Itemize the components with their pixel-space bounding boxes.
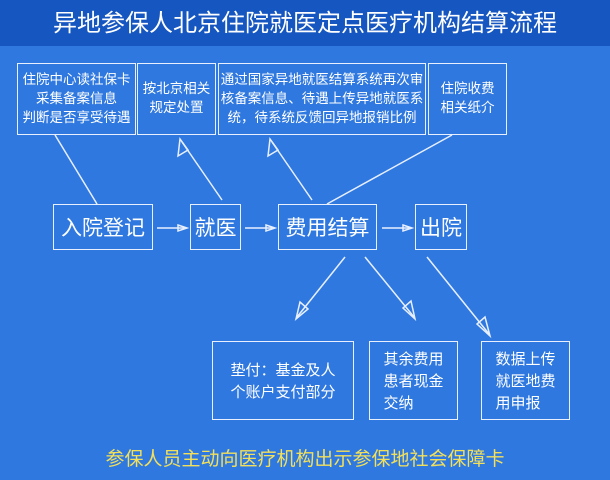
step-treatment: 就医 — [190, 204, 241, 250]
outcome-advance-payment: 垫付：基金及人 个账户支付部分 — [212, 341, 354, 420]
note-settlement: 通过国家异地就医结算系统再次审 核备案信息、待遇上传异地就医系 统，待系统反馈回… — [218, 63, 426, 135]
note-registration: 住院中心读社保卡 采集备案信息 判断是否享受待遇 — [17, 63, 136, 135]
connector-arrow — [426, 256, 490, 335]
connector-line — [54, 134, 98, 205]
outcome-data-upload: 数据上传 就医地费 用申报 — [481, 341, 570, 420]
arrowhead-icon — [267, 137, 280, 158]
connector-arrow — [364, 256, 415, 318]
step-admission: 入院登记 — [53, 204, 153, 250]
step-settlement: 费用结算 — [278, 204, 377, 250]
outcome-cash-payment: 其余费用 患者现金 交纳 — [369, 341, 458, 420]
arrowhead-icon — [401, 299, 417, 322]
arrowhead-icon — [177, 137, 190, 158]
arrowhead-icon — [402, 223, 415, 233]
arrowhead-icon — [475, 315, 492, 339]
page-title: 异地参保人北京住院就医定点医疗机构结算流程 — [0, 0, 610, 46]
note-billing: 住院收费 相关纸介 — [428, 63, 507, 135]
connector-arrow — [271, 141, 313, 201]
footer-note: 参保人员主动向医疗机构出示参保地社会保障卡 — [105, 448, 505, 470]
connector-arrow — [296, 256, 346, 318]
note-treatment: 按北京相关 规定处置 — [137, 63, 216, 135]
arrowhead-icon — [177, 223, 190, 233]
arrowhead-icon — [265, 223, 278, 233]
step-discharge: 出院 — [415, 204, 467, 250]
connector-arrow — [181, 141, 223, 201]
arrowhead-icon — [294, 300, 310, 322]
connector-line — [326, 134, 453, 205]
